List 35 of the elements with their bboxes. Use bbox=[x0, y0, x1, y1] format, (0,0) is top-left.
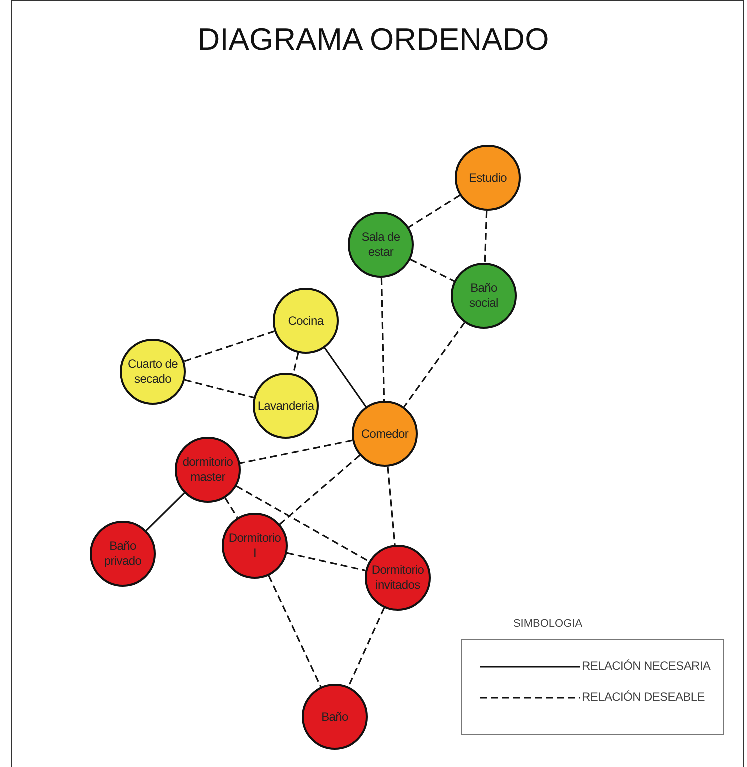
relation-line bbox=[287, 552, 366, 572]
relation-line bbox=[240, 440, 353, 464]
relation-line bbox=[146, 492, 186, 532]
relation-line bbox=[268, 576, 322, 688]
relation-line bbox=[348, 608, 386, 688]
room-name: Baño social bbox=[468, 281, 500, 311]
legend-text: RELACIÓN DESEABLE bbox=[582, 690, 705, 704]
relation-line bbox=[387, 466, 396, 546]
room-circle bbox=[175, 437, 241, 503]
relation-line bbox=[324, 348, 367, 408]
relation-line bbox=[380, 278, 386, 402]
room-name: dormitorio master bbox=[182, 455, 234, 485]
relation-line bbox=[410, 258, 455, 282]
room-name: Cuarto de secado bbox=[127, 357, 179, 387]
relation-line bbox=[236, 486, 370, 562]
relation-line bbox=[279, 454, 361, 526]
room-name: Lavanderia bbox=[256, 398, 316, 414]
room-circle bbox=[222, 513, 288, 579]
relation-line bbox=[184, 330, 275, 362]
relation-line bbox=[484, 210, 488, 264]
room-name: Baño privado bbox=[103, 539, 143, 569]
room-name: Cocina bbox=[287, 314, 325, 328]
room-name: Dormitorio invitados bbox=[370, 563, 426, 593]
legend-heading: SIMBOLOGIA bbox=[512, 618, 584, 630]
relation-line bbox=[404, 322, 466, 408]
diagram-title: DIAGRAMA ORDENADO bbox=[196, 22, 550, 58]
legend-text: RELACIÓN NECESARIA bbox=[582, 659, 711, 673]
room-name: Comedor bbox=[360, 426, 410, 442]
relation-line bbox=[408, 194, 460, 228]
room-name: Dormitorio I bbox=[228, 531, 282, 561]
room-name: Baño bbox=[320, 710, 350, 724]
relation-line bbox=[224, 498, 238, 518]
relation-line bbox=[184, 379, 254, 399]
room-name: Sala de estar bbox=[360, 230, 402, 260]
room-name: Estudio bbox=[468, 170, 508, 186]
